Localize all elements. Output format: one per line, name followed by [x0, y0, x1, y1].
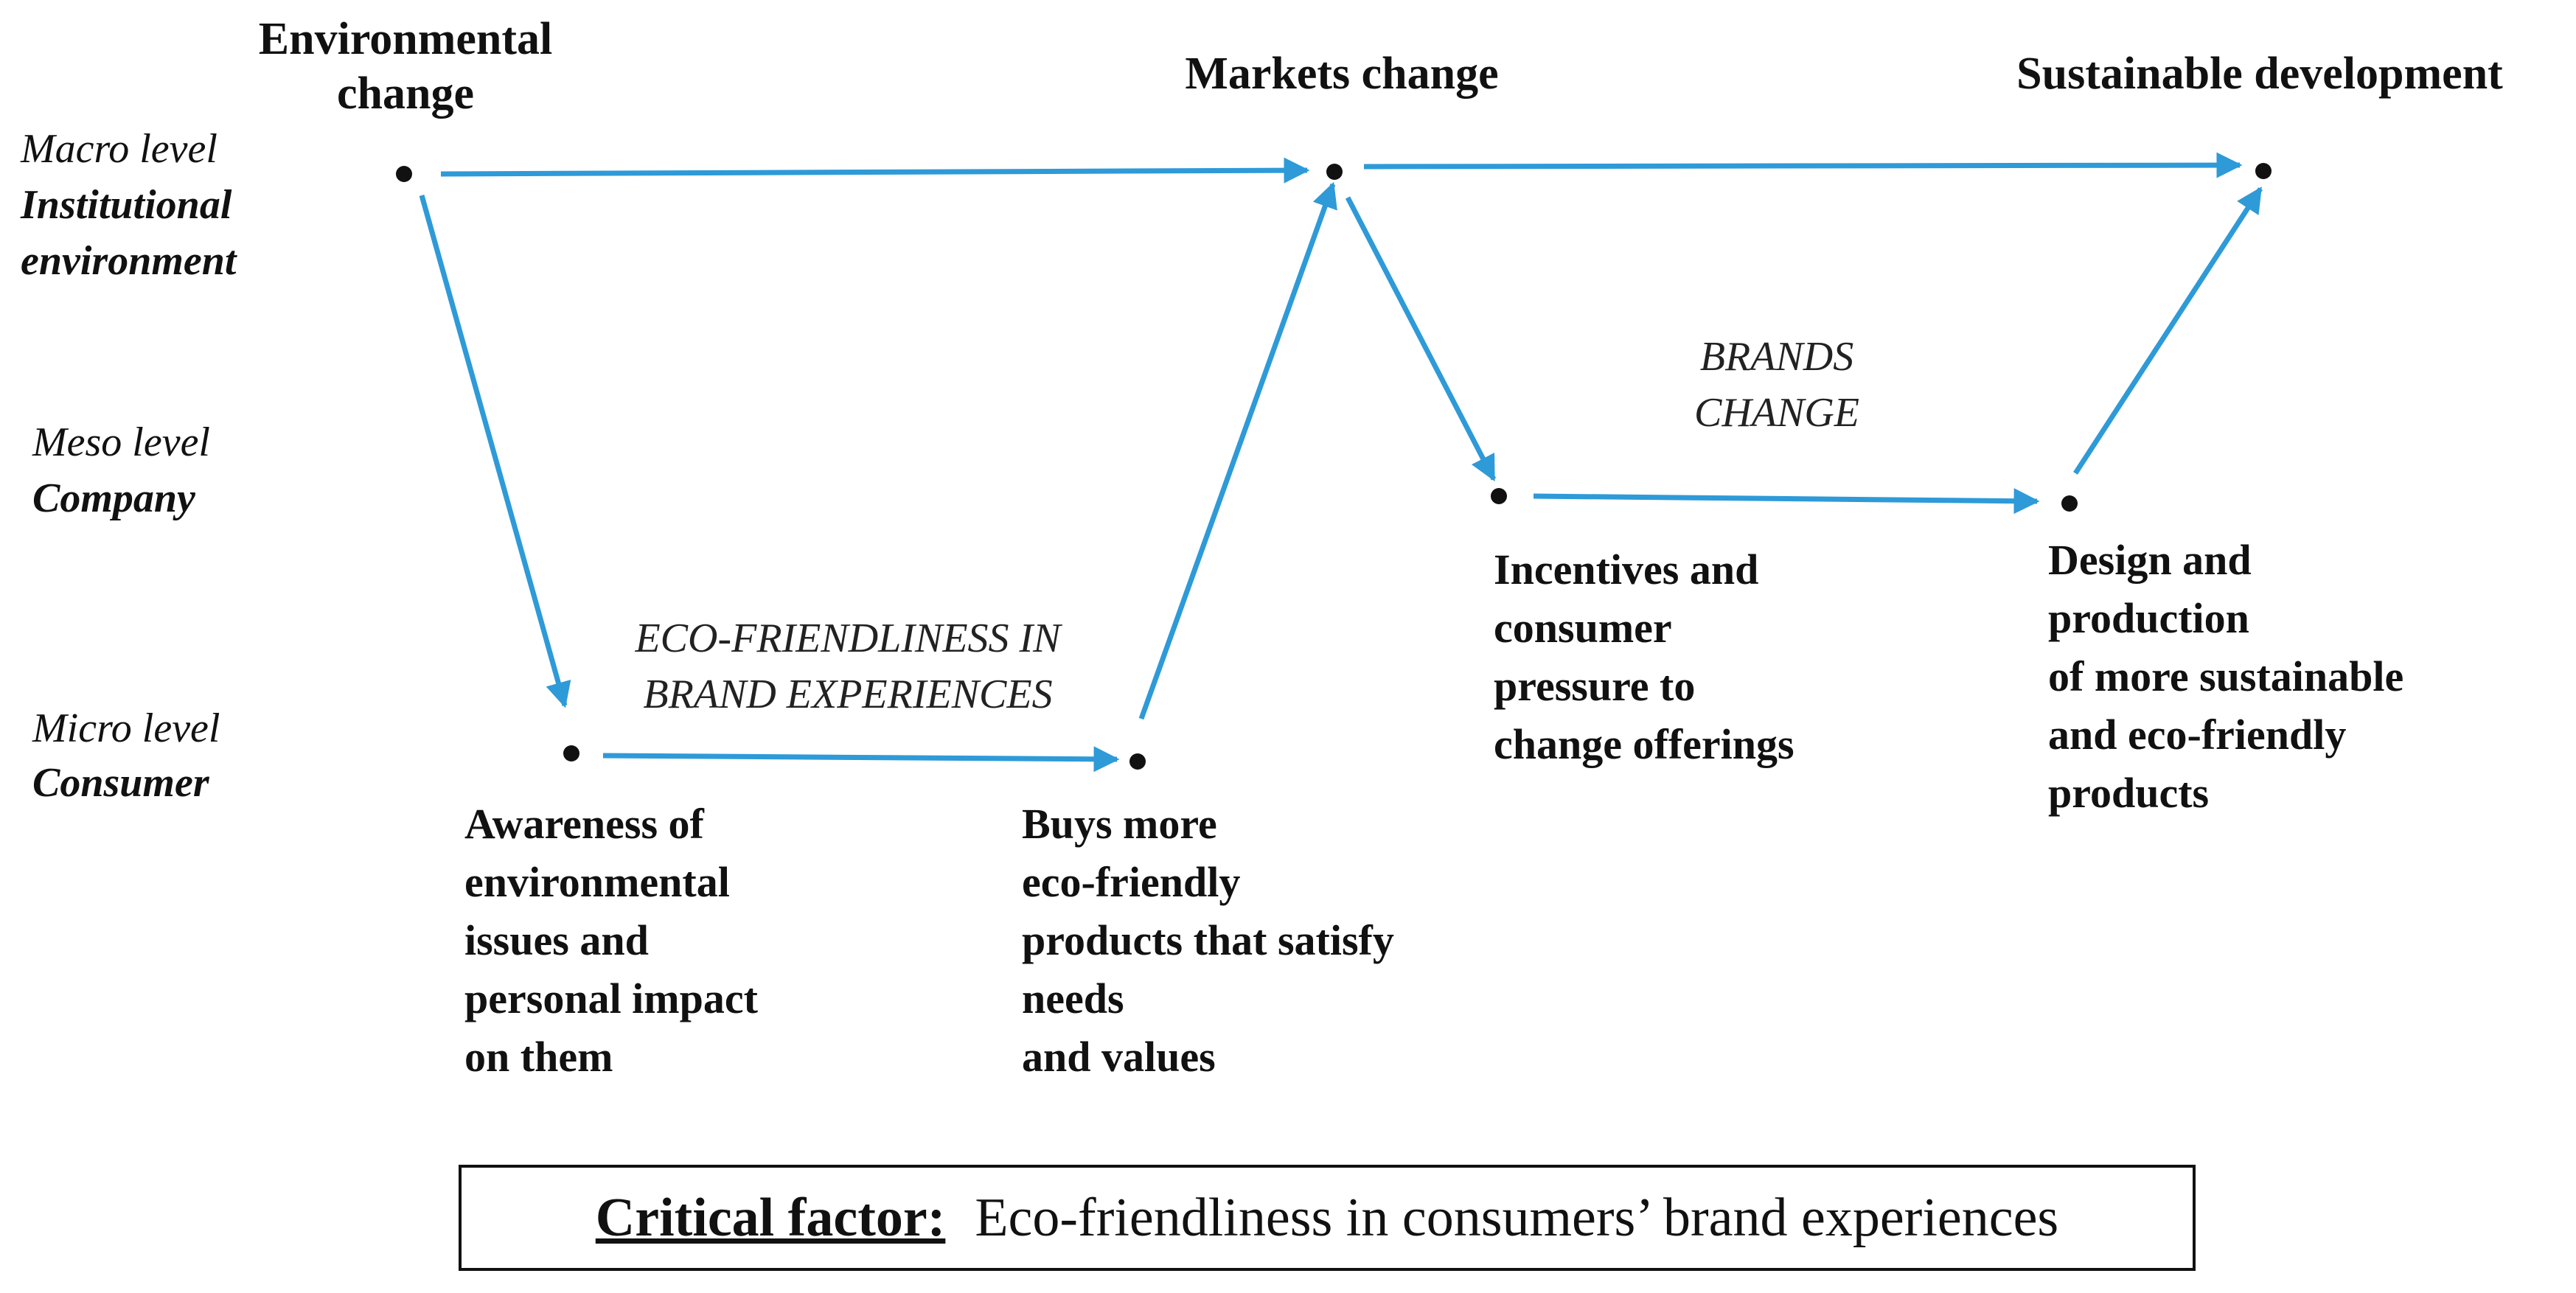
node-dot-awareness [563, 745, 579, 761]
arrow-markets-to-sustainable [1363, 152, 2243, 178]
node-text-buys: Buys more eco-friendly products that sat… [1022, 800, 1394, 1081]
node-text-design: Design and production of more sustainabl… [2048, 536, 2404, 817]
node-dot-sustainable [2255, 163, 2272, 179]
node-text-awareness: Awareness of environmental issues and pe… [464, 800, 758, 1081]
critical-factor-box: Critical factor: Eco-friendliness in con… [459, 1165, 2196, 1271]
heading-sustainable-development: Sustainable development [2016, 49, 2503, 99]
level-micro-name: Micro level [32, 705, 220, 751]
node-dot-environmental [396, 166, 412, 182]
level-meso-name: Meso level [32, 419, 210, 465]
arrow-buys-to-markets [1138, 181, 1337, 720]
heading-environmental-change: Environmental change [258, 14, 553, 119]
arrow-design-to-sustainable [2073, 187, 2263, 475]
arrow-environmental-to-awareness [419, 195, 571, 708]
node-dot-markets [1326, 164, 1343, 180]
arrow-environmental-to-markets [440, 157, 1310, 184]
critical-factor-text: Eco-friendliness in consumers’ brand exp… [975, 1187, 2059, 1248]
arrow-markets-to-incentives [1345, 196, 1497, 482]
node-dot-buys [1129, 753, 1146, 770]
level-micro-sub: Consumer [32, 760, 209, 806]
node-text-incentives: Incentives and consumer pressure to chan… [1494, 546, 1795, 768]
level-meso-sub: Company [32, 475, 195, 521]
flow-label-brands-change: BRANDS CHANGE [1694, 334, 1859, 436]
arrow-awareness-to-buys [602, 746, 1120, 773]
level-macro-name: Macro level [21, 126, 217, 172]
node-dot-design [2061, 495, 2078, 512]
flow-label-eco-friendliness: ECO-FRIENDLINESS IN BRAND EXPERIENCES [635, 616, 1061, 717]
node-dot-incentives [1491, 488, 1507, 504]
critical-factor-label: Critical factor: [595, 1187, 946, 1248]
arrow-incentives-to-design [1533, 488, 2040, 515]
heading-markets-change: Markets change [1185, 49, 1499, 99]
level-macro-sub: Institutional environment [21, 182, 237, 284]
